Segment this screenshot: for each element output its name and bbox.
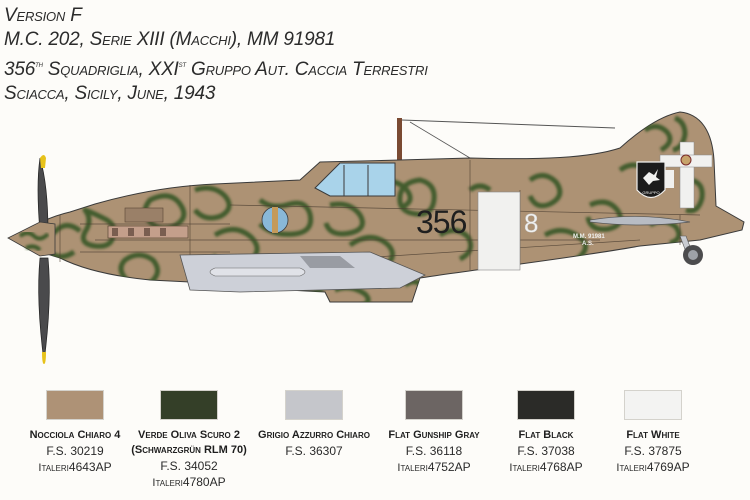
paint-item-nocciola-chiaro: Nocciola Chiaro 4 F.S. 30219 Italeri4643…	[10, 390, 140, 476]
color-swatch	[624, 390, 682, 420]
tailplane	[589, 216, 691, 226]
propeller	[37, 155, 50, 364]
fs-code: F.S. 34052	[160, 459, 218, 473]
paint-name: Grigio Azzurro Chiaro	[258, 429, 370, 441]
tail-wheel	[679, 235, 703, 265]
paint-name-alt: (Schwarzgrün RLM 70)	[131, 444, 247, 456]
color-swatch	[285, 390, 343, 420]
aircraft-designation: M.C. 202, Serie XIII (Macchi), MM 91981	[4, 28, 428, 52]
serial-subtext: A.S.	[582, 241, 594, 247]
fuselage-roundel	[261, 206, 289, 234]
color-swatch	[517, 390, 575, 420]
svg-text:GRUPPO: GRUPPO	[642, 190, 659, 195]
paint-legend: Nocciola Chiaro 4 F.S. 30219 Italeri4643…	[0, 390, 750, 500]
italeri-code: Italeri4768AP	[509, 460, 583, 474]
fs-code: F.S. 30219	[46, 444, 104, 458]
aircraft-designation-text: M.C. 202, Serie XIII (Macchi), MM 91981	[4, 29, 336, 50]
paint-name: Flat Black	[518, 429, 574, 441]
color-swatch	[405, 390, 463, 420]
tail-marking: 8	[524, 208, 538, 238]
spinner-mottle	[18, 231, 50, 252]
paint-name: Verde Oliva Scuro 2	[138, 429, 240, 441]
paint-item-flat-white: Flat White F.S. 37875 Italeri4769AP	[588, 390, 718, 476]
paint-name: Flat White	[626, 429, 680, 441]
italeri-code: Italeri4643AP	[38, 460, 112, 474]
canopy	[314, 162, 396, 197]
xxi-gruppo-emblem: GRUPPO	[636, 161, 666, 199]
gruppo-text: Gruppo Aut. Caccia Terrestri	[185, 59, 428, 80]
paint-item-verde-oliva-scuro: Verde Oliva Scuro 2 (Schwarzgrün RLM 70)…	[124, 390, 254, 491]
engine-details	[107, 207, 189, 239]
squadriglia-text: Squadriglia, XXI	[42, 59, 179, 80]
wing	[179, 251, 426, 293]
location-date-line: Sciacca, Sicily, June, 1943	[4, 83, 216, 104]
title-block: Version F M.C. 202, Serie XIII (Macchi),…	[4, 4, 428, 106]
paint-name: Nocciola Chiaro 4	[29, 429, 121, 441]
italeri-code: Italeri4780AP	[152, 475, 226, 489]
paint-item-flat-gunship-gray: Flat Gunship Gray F.S. 36118 Italeri4752…	[369, 390, 499, 476]
ordinal-suffix-st: st	[178, 59, 186, 69]
fs-code: F.S. 37875	[624, 444, 682, 458]
tail-cross	[659, 141, 713, 209]
italeri-code: Italeri4769AP	[616, 460, 690, 474]
fs-code: F.S. 36307	[285, 444, 343, 458]
ordinal-suffix-th: th	[35, 59, 43, 69]
version-label: Version F	[4, 5, 82, 26]
paint-item-grigio-azzurro-chiaro: Grigio Azzurro Chiaro F.S. 36307	[249, 390, 379, 459]
serial-number: M.M. 91981	[573, 234, 605, 240]
aircraft-profile: GRUPPO 356 8 M.M. 91981 A.S.	[7, 111, 745, 364]
spinner	[7, 221, 56, 257]
fuselage-code: 356	[416, 204, 467, 240]
white-fuselage-band	[477, 191, 521, 271]
paint-name: Flat Gunship Gray	[388, 429, 480, 441]
squadriglia-number: 356	[4, 59, 36, 80]
color-swatch	[160, 390, 218, 420]
color-swatch	[46, 390, 104, 420]
fs-code: F.S. 36118	[405, 444, 463, 458]
paint-item-flat-black: Flat Black F.S. 37038 Italeri4768AP	[481, 390, 611, 476]
fs-code: F.S. 37038	[517, 444, 575, 458]
italeri-code: Italeri4752AP	[397, 460, 471, 474]
unit-line: 356th Squadriglia, XXIst Gruppo Aut. Cac…	[4, 52, 428, 82]
